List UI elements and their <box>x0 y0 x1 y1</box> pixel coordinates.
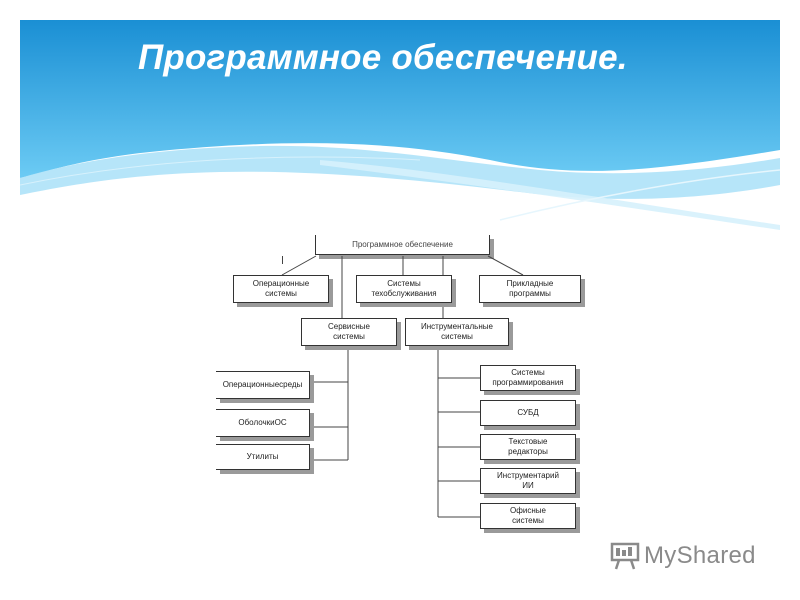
node-utilities: Утилиты <box>216 444 310 470</box>
slide-title: Программное обеспечение. <box>138 38 628 77</box>
root-node: Программное обеспечение <box>315 235 490 255</box>
connector-lines <box>281 255 524 518</box>
logo-text: MyShared <box>644 542 756 569</box>
presentation-board-icon <box>610 542 640 570</box>
connector <box>282 256 283 264</box>
node-os-shells: ОболочкиОС <box>216 409 310 437</box>
software-hierarchy-diagram: Программное обеспечение <box>20 20 780 595</box>
header-wave-background <box>20 20 780 230</box>
node-dbms: СУБД <box>480 400 576 426</box>
myshared-logo: MyShared <box>610 538 756 574</box>
slide: Программное обеспечение. Программное обе… <box>20 20 780 595</box>
node-operating-environments: Операционныесреды <box>216 371 310 399</box>
